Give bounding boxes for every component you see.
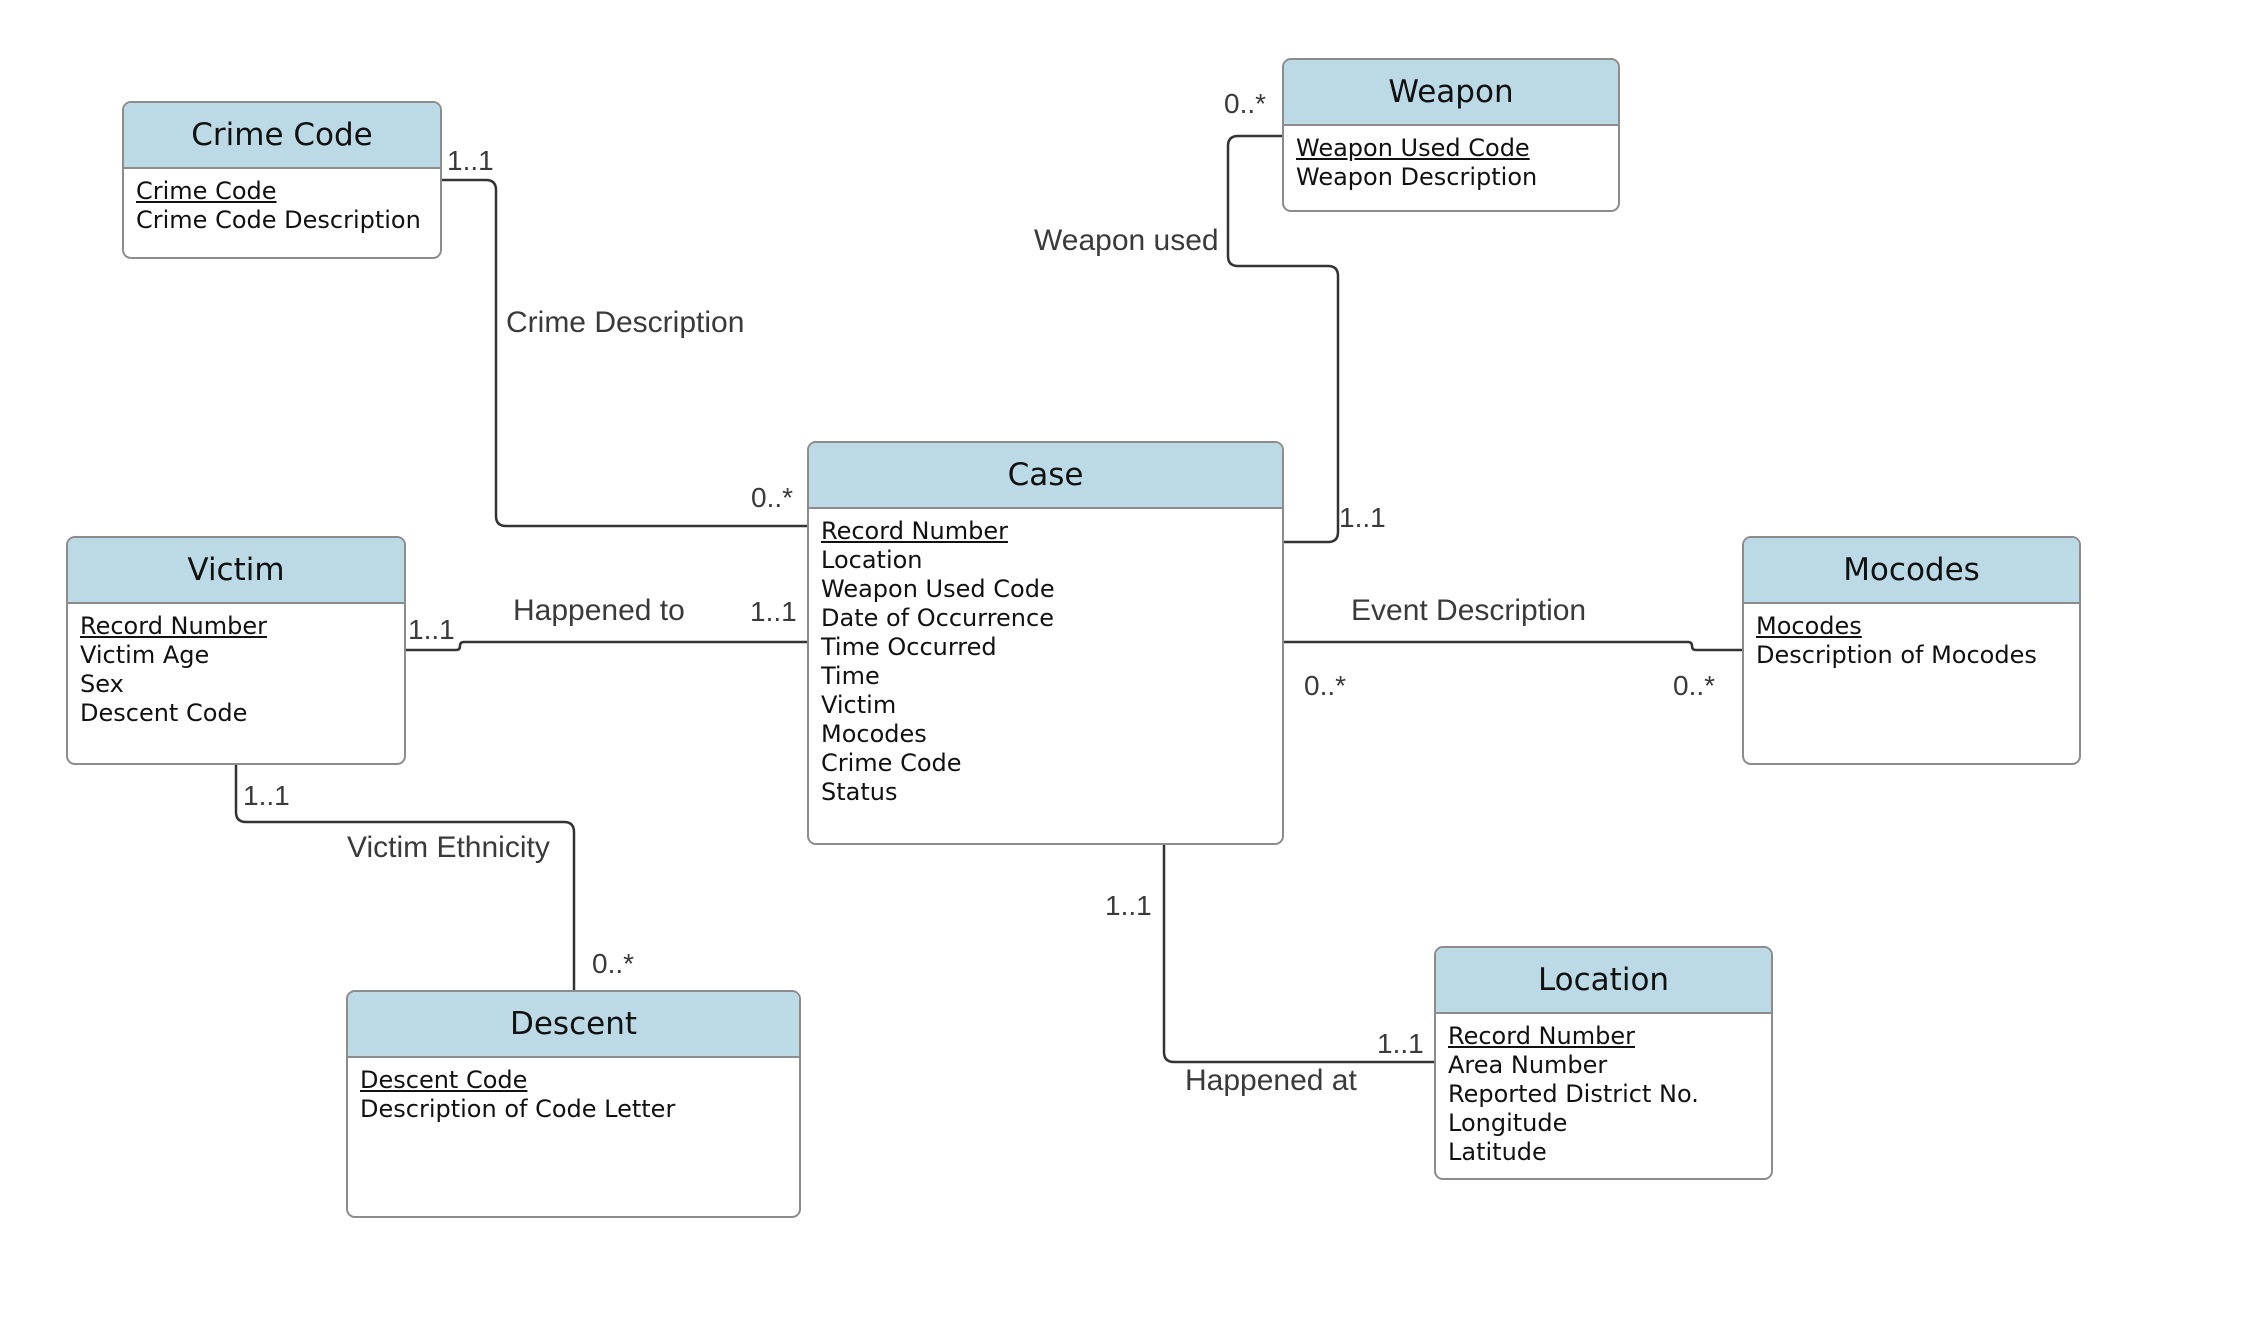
- cardinality-mocodes: 0..*: [1673, 670, 1716, 701]
- cardinality-case-victim: 1..1: [750, 596, 797, 627]
- entity-title: Descent: [348, 992, 799, 1058]
- attribute: Weapon Description: [1296, 163, 1538, 191]
- crime-code-entity[interactable]: Crime Code Crime Code Crime Code Descrip…: [122, 101, 442, 259]
- attribute: Time Occurred: [821, 633, 997, 661]
- cardinality-descent: 0..*: [592, 948, 635, 979]
- attribute: Mocodes: [821, 720, 927, 748]
- attribute: Longitude: [1448, 1109, 1568, 1137]
- entity-title: Victim: [68, 538, 404, 604]
- primary-key-attribute: Descent Code: [360, 1066, 528, 1094]
- relationship-label-event-description: Event Description: [1351, 594, 1587, 627]
- attribute: Weapon Used Code: [821, 575, 1055, 603]
- attribute: Crime Code: [821, 749, 962, 777]
- victim-ethnicity-line: [234, 765, 576, 992]
- cardinality-case-mocodes: 0..*: [1304, 670, 1347, 701]
- relationship-label-crime-description: Crime Description: [506, 306, 745, 339]
- weapon-entity[interactable]: Weapon Weapon Used Code Weapon Descripti…: [1282, 58, 1620, 212]
- entity-title: Crime Code: [124, 103, 440, 169]
- attribute: Description of Code Letter: [360, 1095, 676, 1123]
- mocodes-entity[interactable]: Mocodes Mocodes Description of Mocodes: [1742, 536, 2081, 765]
- primary-key-attribute: Record Number: [1448, 1022, 1635, 1050]
- relationship-label-happened-to: Happened to: [513, 594, 685, 627]
- attribute-list: Record Number Area Number Reported Distr…: [1436, 1014, 1771, 1167]
- primary-key-attribute: Record Number: [821, 517, 1008, 545]
- cardinality-crime-code: 1..1: [447, 145, 494, 176]
- attribute: Area Number: [1448, 1051, 1608, 1079]
- attribute: Sex: [80, 670, 124, 698]
- cardinality-case-crime: 0..*: [751, 482, 794, 513]
- cardinality-location: 1..1: [1377, 1028, 1424, 1059]
- attribute: Reported District No.: [1448, 1080, 1699, 1108]
- cardinality-victim: 1..1: [408, 614, 455, 645]
- attribute: Descent Code: [80, 699, 248, 727]
- entity-title: Weapon: [1284, 60, 1618, 126]
- attribute-list: Crime Code Crime Code Description: [124, 169, 440, 235]
- attribute: Location: [821, 546, 923, 574]
- cardinality-victim-ethnicity: 1..1: [243, 780, 290, 811]
- attribute: Status: [821, 778, 898, 806]
- weapon-used-line: [1226, 134, 1340, 544]
- attribute: Latitude: [1448, 1138, 1547, 1166]
- entity-title: Case: [809, 443, 1282, 509]
- entity-title: Mocodes: [1744, 538, 2079, 604]
- attribute: Description of Mocodes: [1756, 641, 2037, 669]
- attribute-list: Record Number Victim Age Sex Descent Cod…: [68, 604, 404, 728]
- relationship-label-victim-ethnicity: Victim Ethnicity: [347, 831, 550, 864]
- attribute-list: Weapon Used Code Weapon Description: [1284, 126, 1618, 192]
- happened-to-line: [406, 640, 808, 652]
- cardinality-weapon: 0..*: [1224, 88, 1267, 119]
- case-entity[interactable]: Case Record Number Location Weapon Used …: [807, 441, 1284, 845]
- attribute-list: Record Number Location Weapon Used Code …: [809, 509, 1282, 807]
- attribute-list: Mocodes Description of Mocodes: [1744, 604, 2079, 670]
- primary-key-attribute: Mocodes: [1756, 612, 1862, 640]
- attribute: Date of Occurrence: [821, 604, 1054, 632]
- location-entity[interactable]: Location Record Number Area Number Repor…: [1434, 946, 1773, 1180]
- relationship-label-weapon-used: Weapon used: [1034, 224, 1219, 257]
- entity-title: Location: [1436, 948, 1771, 1014]
- cardinality-case-weapon: 1..1: [1339, 502, 1386, 533]
- attribute-list: Descent Code Description of Code Letter: [348, 1058, 799, 1124]
- primary-key-attribute: Record Number: [80, 612, 267, 640]
- descent-entity[interactable]: Descent Descent Code Description of Code…: [346, 990, 801, 1218]
- attribute: Victim: [821, 691, 897, 719]
- primary-key-attribute: Weapon Used Code: [1296, 134, 1530, 162]
- attribute: Crime Code Description: [136, 206, 421, 234]
- crime-description-line: [442, 178, 810, 528]
- event-description-line: [1283, 640, 1742, 652]
- happened-at-line: [1162, 845, 1436, 1064]
- relationship-label-happened-at: Happened at: [1185, 1064, 1357, 1097]
- attribute: Victim Age: [80, 641, 210, 669]
- cardinality-case-location: 1..1: [1105, 890, 1152, 921]
- primary-key-attribute: Crime Code: [136, 177, 277, 205]
- attribute: Time: [821, 662, 880, 690]
- victim-entity[interactable]: Victim Record Number Victim Age Sex Desc…: [66, 536, 406, 765]
